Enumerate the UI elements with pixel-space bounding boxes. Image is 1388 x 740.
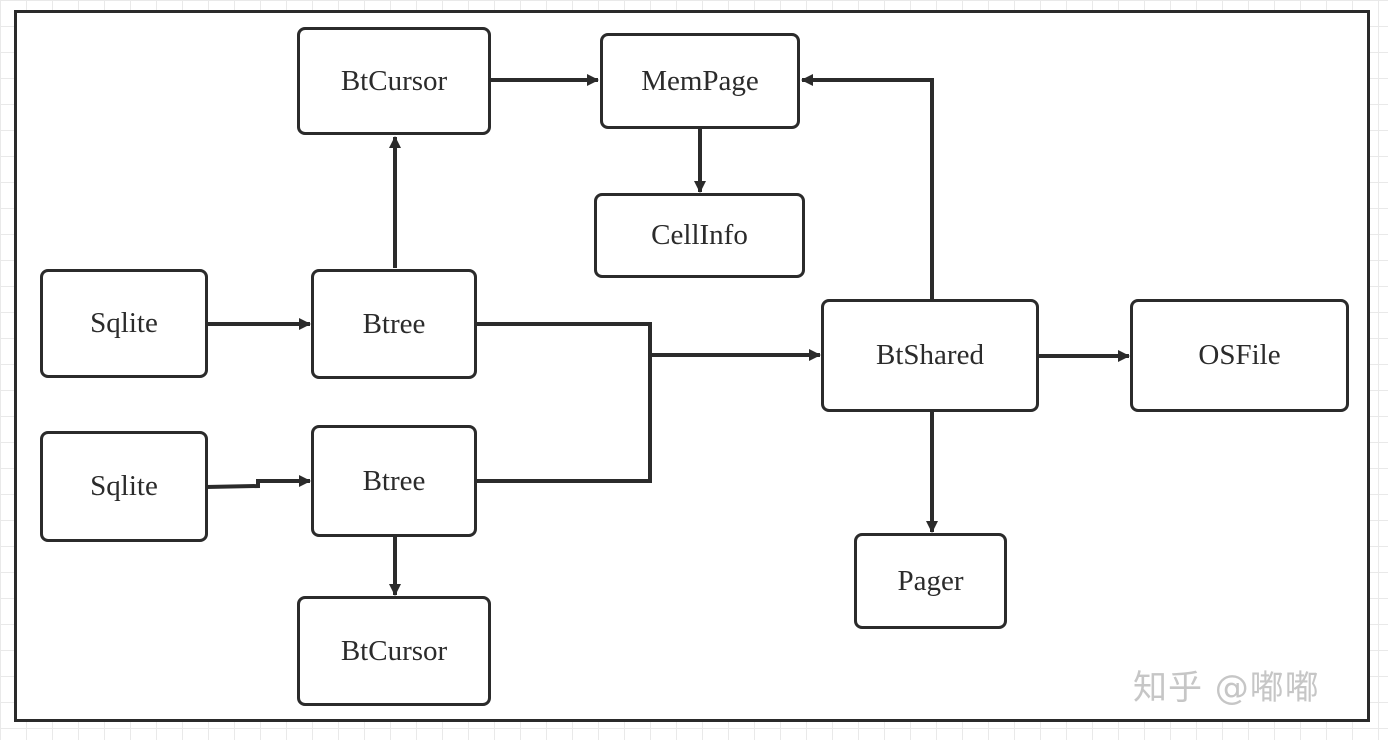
node-sqlite-2[interactable]: Sqlite xyxy=(40,431,208,542)
node-sqlite-1[interactable]: Sqlite xyxy=(40,269,208,378)
edge-btshared-to-mempage xyxy=(801,74,934,300)
watermark: 知乎 @嘟嘟 xyxy=(1133,668,1320,708)
edge-btree1-to-btshared xyxy=(476,322,821,361)
node-btree-2[interactable]: Btree xyxy=(311,425,477,537)
node-cellinfo[interactable]: CellInfo xyxy=(594,193,805,278)
node-pager[interactable]: Pager xyxy=(854,533,1007,629)
edge-btree2-to-btshared xyxy=(476,355,652,483)
node-btcursor-bottom[interactable]: BtCursor xyxy=(297,596,491,706)
node-mempage[interactable]: MemPage xyxy=(600,33,800,129)
node-btree-1[interactable]: Btree xyxy=(311,269,477,379)
edge-sqlite2-to-btree2 xyxy=(205,475,311,489)
node-osfile[interactable]: OSFile xyxy=(1130,299,1349,412)
node-btshared[interactable]: BtShared xyxy=(821,299,1039,412)
node-btcursor-top[interactable]: BtCursor xyxy=(297,27,491,135)
